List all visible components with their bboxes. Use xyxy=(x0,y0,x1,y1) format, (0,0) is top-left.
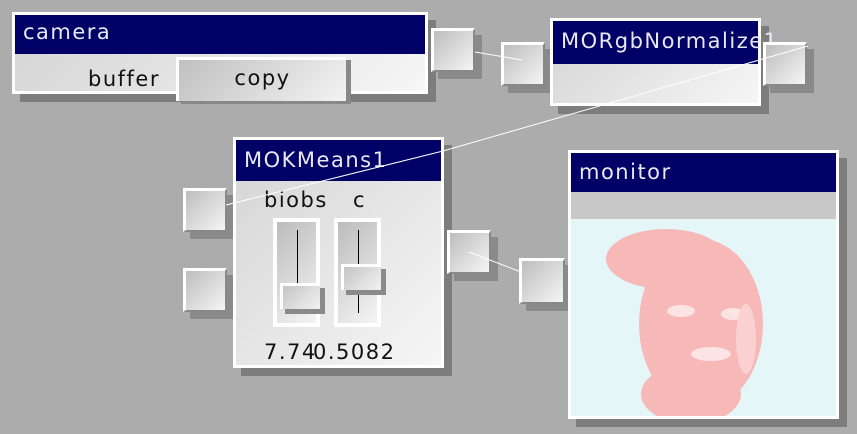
biobs-slider[interactable] xyxy=(273,218,320,327)
face-image xyxy=(606,229,763,416)
camera-title[interactable]: camera xyxy=(15,15,425,54)
buffer-label: buffer xyxy=(88,67,160,91)
wire-normalize-kmeans xyxy=(442,45,809,152)
copy-button[interactable]: copy xyxy=(176,57,346,101)
slider-track xyxy=(297,230,298,313)
monitor-title[interactable]: monitor xyxy=(571,153,836,192)
kmeans-inlet-2[interactable] xyxy=(183,268,227,312)
camera-outlet[interactable] xyxy=(431,28,475,72)
monitor-inlet[interactable] xyxy=(519,258,565,304)
kmeans-node[interactable]: MOKMeans1 biobs c 7.74 0.5082 xyxy=(233,137,444,368)
wire-camera-normalize xyxy=(474,51,523,61)
normalize-inlet[interactable] xyxy=(501,42,545,86)
slider-handle[interactable] xyxy=(341,264,381,290)
c-value: 0.5082 xyxy=(313,340,396,364)
slider-handle[interactable] xyxy=(280,283,320,309)
biobs-label: biobs xyxy=(264,188,328,212)
wire-kmeans-monitor xyxy=(468,251,522,273)
kmeans-inlet-1[interactable] xyxy=(183,188,227,232)
normalize-outlet[interactable] xyxy=(763,42,807,86)
monitor-video xyxy=(571,219,836,416)
c-label: c xyxy=(353,188,367,212)
normalize-node[interactable]: MORgbNormalize1 xyxy=(550,18,777,106)
biobs-value: 7.74 xyxy=(264,340,317,364)
kmeans-title[interactable]: MOKMeans1 xyxy=(236,140,441,181)
monitor-node[interactable]: monitor xyxy=(568,150,839,419)
c-slider[interactable] xyxy=(334,218,381,327)
wire-kmeans-inlet xyxy=(225,150,444,206)
normalize-title[interactable]: MORgbNormalize1 xyxy=(553,21,777,64)
camera-node[interactable]: camera buffer xyxy=(12,12,428,94)
